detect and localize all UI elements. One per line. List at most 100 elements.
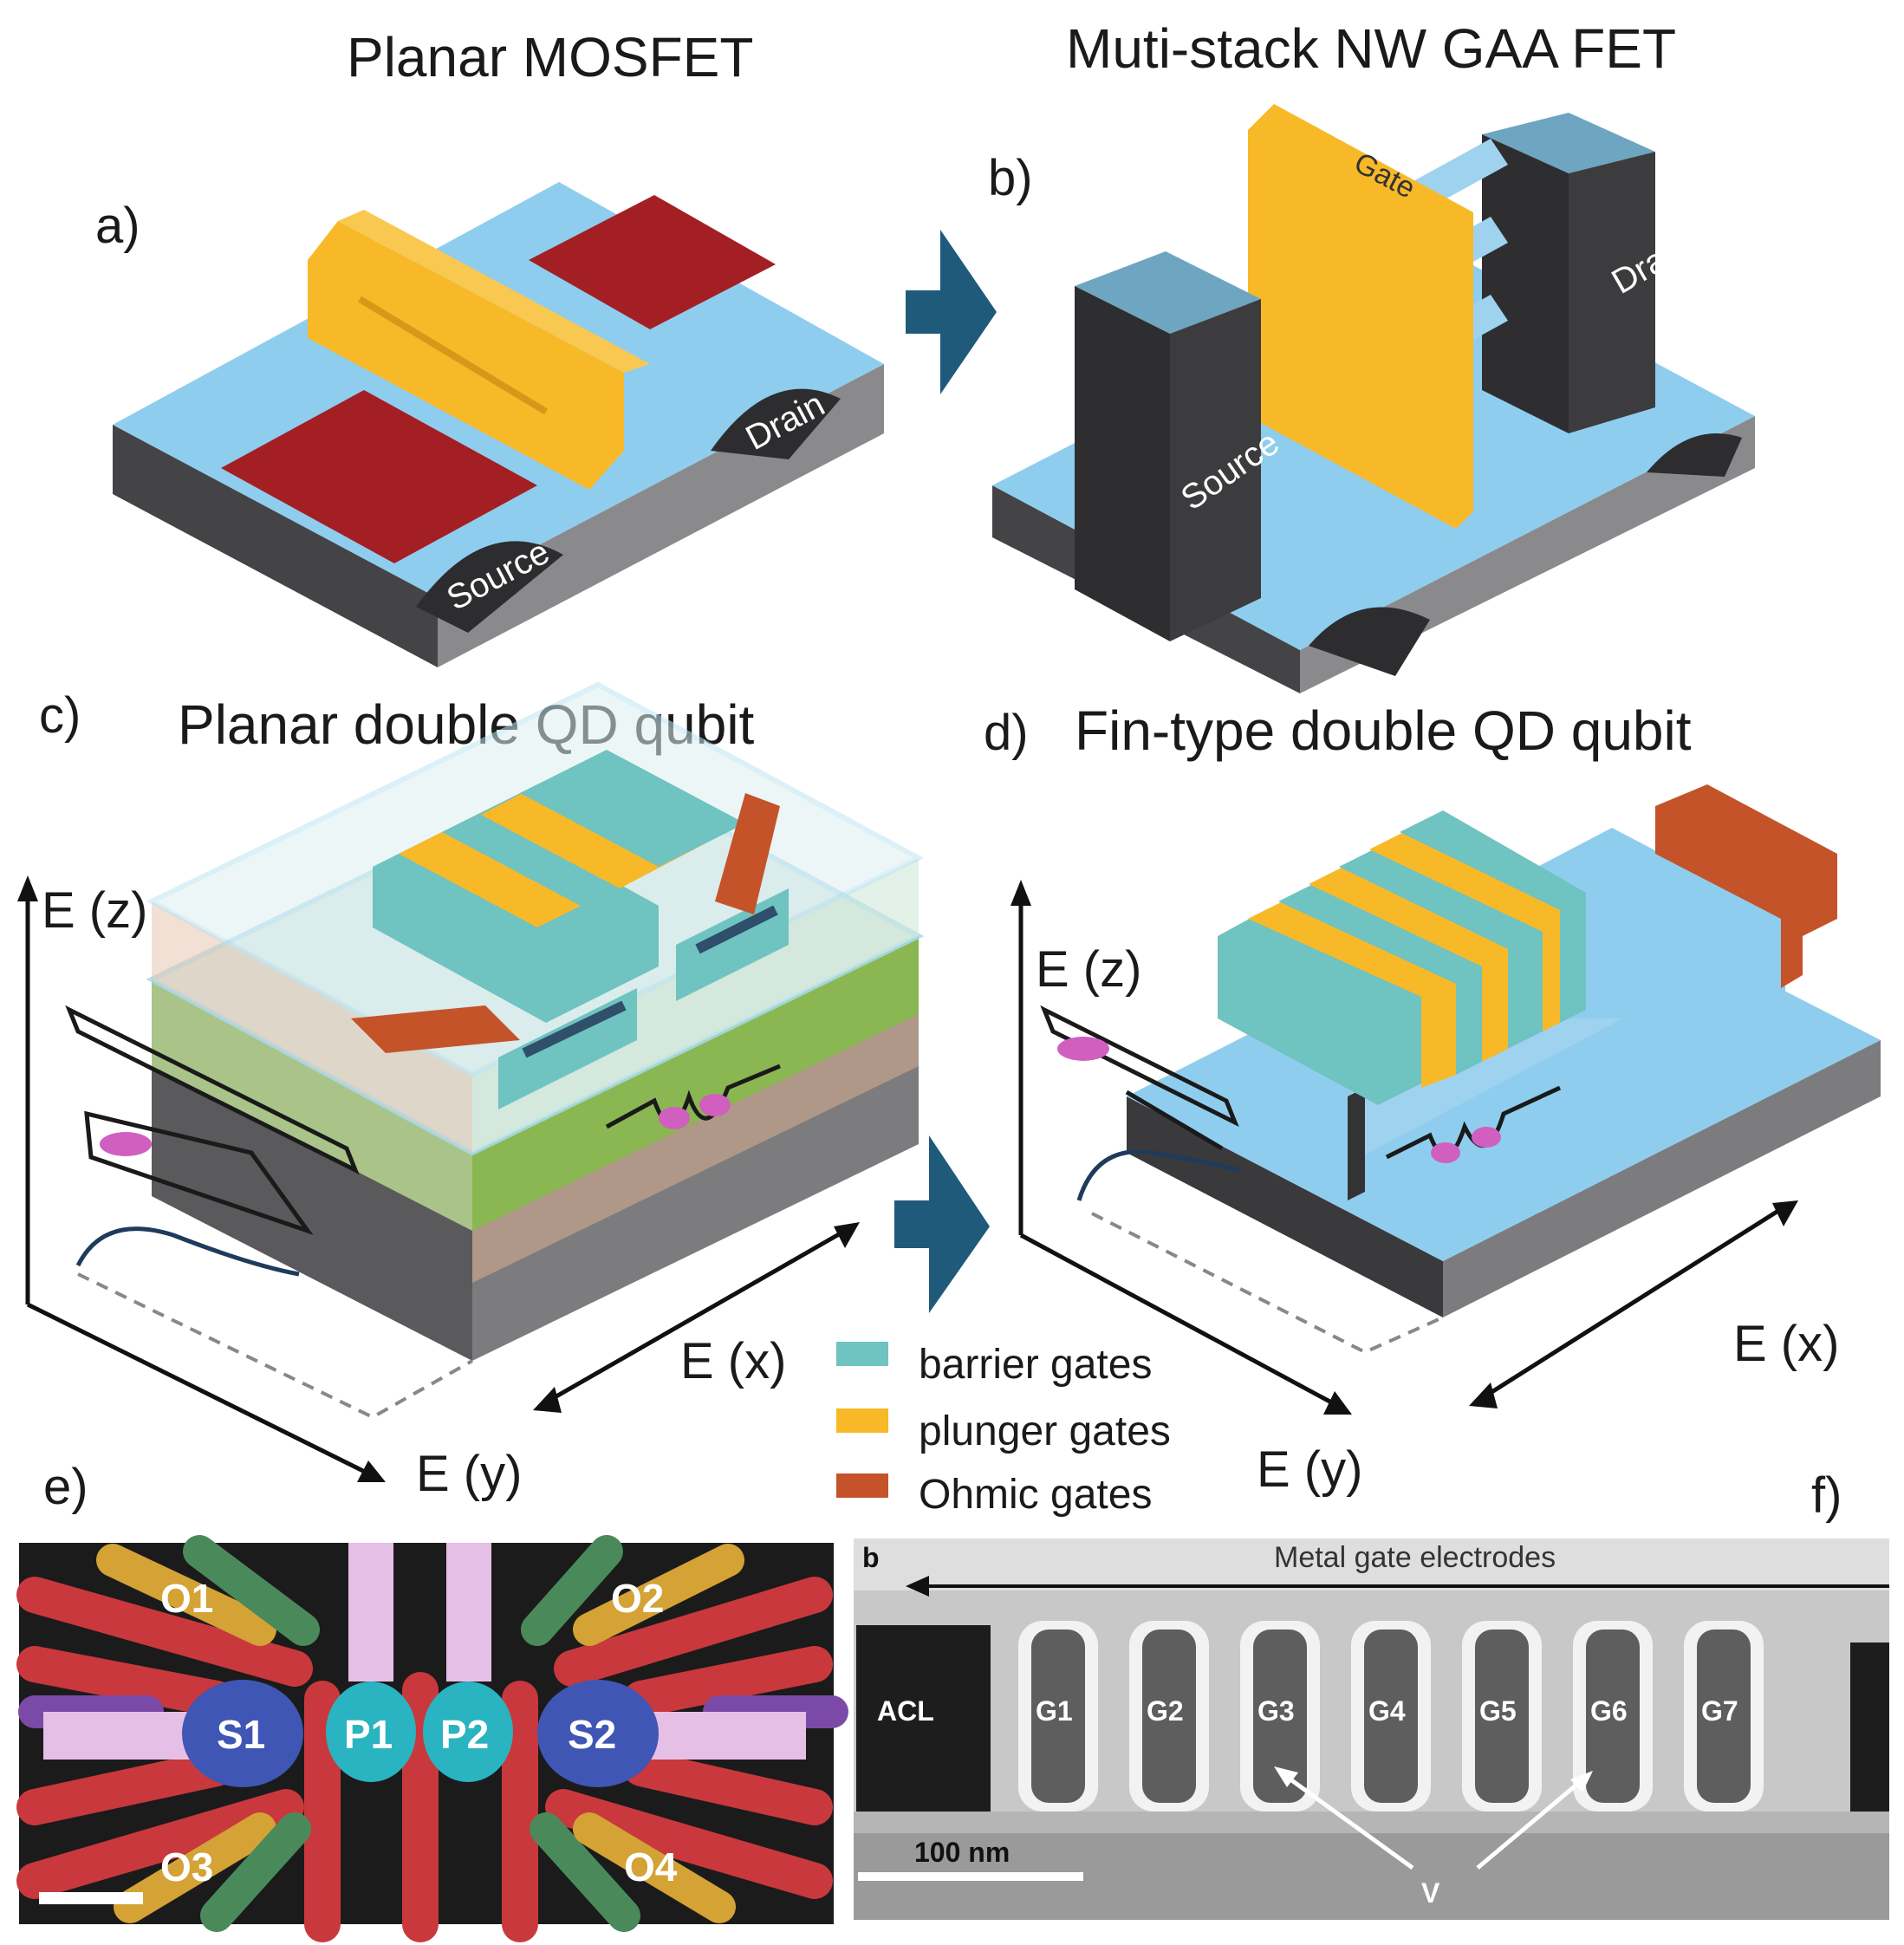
d-axis-x-head-1 xyxy=(1469,1382,1498,1408)
panel-label-d: d) xyxy=(984,705,1029,761)
panel-label-f: f) xyxy=(1811,1467,1842,1524)
sem-red-fingers xyxy=(16,1577,833,1942)
c-axis-x-label: E (x) xyxy=(680,1333,786,1389)
tem-gate-label-7: G7 xyxy=(1701,1695,1738,1727)
sem-label-s2: S2 xyxy=(568,1712,616,1757)
arrow-ab xyxy=(906,230,997,394)
gate-bar-a-groove xyxy=(357,296,549,415)
panel-c: c) Planar double QD qubit xyxy=(17,681,925,1502)
c-foot-slot-1 xyxy=(522,1000,627,1058)
sem-lead-right xyxy=(641,1712,806,1760)
d-barrier-gate-2 xyxy=(1278,880,1482,1075)
c-axis-z-label: E (z) xyxy=(42,882,147,939)
tem-right-block xyxy=(1850,1643,1889,1812)
arrow-cd xyxy=(894,1135,990,1313)
d-axis-z-label: E (z) xyxy=(1036,941,1141,998)
d-barrier-gate-3 xyxy=(1339,845,1543,1049)
c-axis-y xyxy=(26,1302,370,1476)
panel-label-a: a) xyxy=(95,198,140,254)
sem-lead-p2 xyxy=(446,1543,491,1682)
title-b: Muti-stack NW GAA FET xyxy=(1066,17,1676,80)
panel-label-e: e) xyxy=(43,1459,88,1515)
legend-swatch-barrier xyxy=(836,1342,888,1366)
d-ohmic-gate xyxy=(1655,784,1837,988)
tem-gate-label-3: G3 xyxy=(1257,1695,1295,1727)
sem-label-o3: O3 xyxy=(160,1844,213,1890)
legend-label-barrier: barrier gates xyxy=(919,1342,1152,1388)
sem-label-p2: P2 xyxy=(440,1712,489,1757)
tem-interface xyxy=(854,1812,1889,1833)
legend-swatch-plunger xyxy=(836,1408,888,1433)
c-potential-curve xyxy=(75,1226,300,1277)
b-drain-well xyxy=(1647,433,1742,477)
source-contact xyxy=(221,390,537,563)
c-axis-z-head xyxy=(17,875,38,901)
tem-scalebar xyxy=(858,1872,1083,1881)
c-axis-y-label: E (y) xyxy=(416,1446,522,1502)
sem-s2-dot xyxy=(537,1680,659,1787)
tem-v-arrow-2-head xyxy=(1570,1771,1593,1792)
tem-gate-core xyxy=(1142,1630,1196,1803)
drain-block-left xyxy=(1482,134,1569,433)
d-fin-end xyxy=(1348,1088,1365,1200)
sem-p2-dot xyxy=(423,1682,513,1782)
panel-label-c: c) xyxy=(39,687,81,744)
source-block-left xyxy=(1075,286,1170,641)
tem-acl-block xyxy=(856,1625,991,1812)
gate-bar-a-top xyxy=(338,210,650,373)
d-barrier-gate-4 xyxy=(1400,810,1586,1023)
source-well xyxy=(416,541,563,633)
drain-well xyxy=(711,388,841,459)
d-potential-curve xyxy=(1076,1149,1240,1201)
d-dot-2 xyxy=(1472,1127,1501,1148)
tem-gate-core xyxy=(1253,1630,1307,1803)
c-box-side-front xyxy=(472,858,919,1153)
d-dashed-guide xyxy=(1091,1212,1444,1355)
d-right-block xyxy=(1521,828,1785,1018)
substrate-side-left xyxy=(113,425,438,667)
d-axis-y-label: E (y) xyxy=(1257,1441,1362,1498)
sem-scalebar xyxy=(39,1892,143,1904)
d-axis-y-head xyxy=(1323,1391,1352,1415)
tem-scalebar-label: 100 nm xyxy=(914,1837,1010,1868)
d-axis-y xyxy=(1019,1233,1336,1407)
d-substrate-side-left xyxy=(1127,1096,1443,1317)
d-plane-dot xyxy=(1057,1037,1109,1061)
c-box-side-left xyxy=(152,901,472,1153)
sem-label-s1: S1 xyxy=(217,1712,265,1757)
d-axis-x xyxy=(1485,1207,1783,1398)
c-dashed-guide xyxy=(77,1272,473,1420)
tem-gate-label-2: G2 xyxy=(1147,1695,1184,1727)
legend-swatch-ohmic xyxy=(836,1473,888,1498)
d-axis-x-head-2 xyxy=(1772,1200,1798,1226)
tem-header-letter: b xyxy=(862,1542,880,1573)
d-plane-line xyxy=(1125,1090,1224,1151)
drain-block-front xyxy=(1569,152,1655,433)
tem-gate-label-5: G5 xyxy=(1479,1695,1517,1727)
tem-header-band xyxy=(854,1538,1889,1590)
c-axis-y-head xyxy=(357,1460,386,1482)
sem-lead-p1 xyxy=(348,1543,393,1682)
drain-contact xyxy=(529,195,776,329)
sem-lead-left xyxy=(43,1712,208,1760)
tem-gate-core xyxy=(1364,1630,1418,1803)
tem-gate-label-6: G6 xyxy=(1590,1695,1628,1727)
title-d: Fin-type double QD qubit xyxy=(1075,699,1692,762)
c-axis-x-head-1 xyxy=(533,1387,562,1413)
tem-gate-core xyxy=(1586,1630,1640,1803)
drain-block-top xyxy=(1482,113,1655,173)
d-plunger-gate-2 xyxy=(1309,862,1508,1062)
d-substrate-side-front xyxy=(1443,1040,1881,1317)
tem-arrow-head xyxy=(906,1576,929,1597)
panel-d: d) Fin-type double QD qubit xyxy=(984,699,1881,1498)
b-source-well xyxy=(1309,607,1430,676)
panel-a: Planar MOSFET a) Source Drain xyxy=(95,26,884,667)
c-axis-x-head-2 xyxy=(834,1222,860,1248)
tem-gate-label-1: G1 xyxy=(1036,1695,1073,1727)
c-dot-1 xyxy=(659,1107,690,1129)
sem-label-o4: O4 xyxy=(624,1844,678,1890)
c-plane-z xyxy=(65,1005,360,1175)
panel-label-b: b) xyxy=(988,150,1033,206)
sem-p1-dot xyxy=(326,1682,416,1782)
